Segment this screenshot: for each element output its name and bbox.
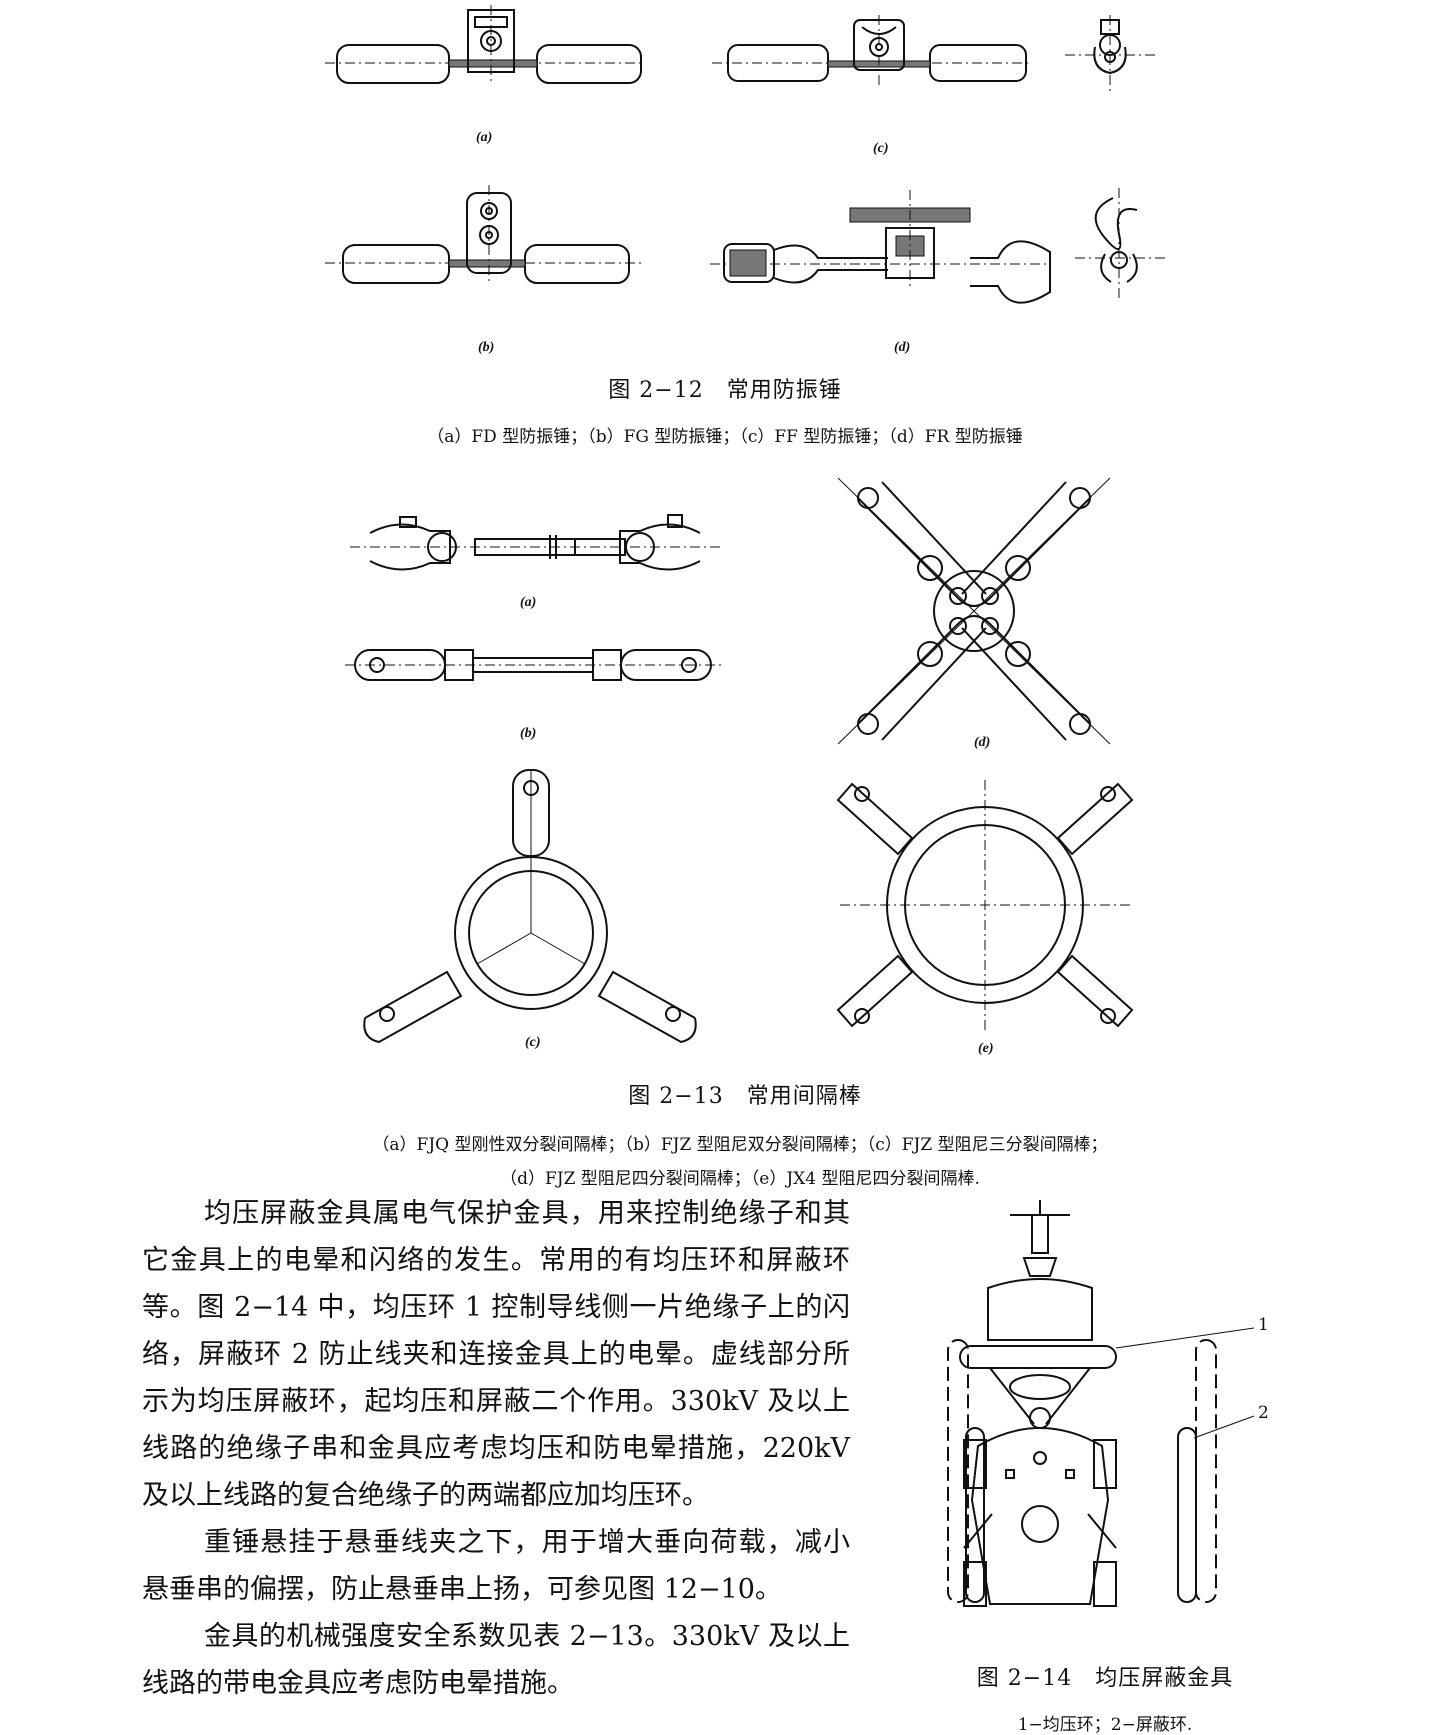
spacer-fjz-double-drawing (345, 649, 725, 681)
fig-2-13-legend-line2: （d）FJZ 型阻尼四分裂间隔棒；（e）JX4 型阻尼四分裂间隔棒. (500, 1169, 980, 1189)
damper-ff-drawing (712, 15, 1032, 85)
spacer-fjz-quad-drawing (837, 477, 1111, 745)
damper-fr-side-view (1075, 188, 1165, 298)
paragraph-safety-factor: 金具的机械强度安全系数见表 2−13。330kV 及以上线路的带电金具应考虑防电… (142, 1621, 850, 1699)
callout-1: 1 (1258, 1315, 1269, 1335)
fig-2-12-d-label: (d) (894, 340, 911, 355)
fig-2-12-c-label: (c) (873, 141, 889, 156)
damper-fg-drawing (325, 185, 645, 285)
fig-2-13-a-label: (a) (520, 595, 537, 610)
fig-2-12-a-label: (a) (476, 130, 493, 145)
fig-2-14-legend: 1−均压环；2−屏蔽环. (1017, 1715, 1193, 1735)
fig-2-12-legend: （a）FD 型防振锤；（b）FG 型防振锤；（c）FF 型防振锤；（d）FR 型… (427, 427, 1023, 447)
damper-fr-drawing (710, 190, 1051, 304)
damper-ff-side-view (1065, 15, 1155, 95)
callout-2: 2 (1258, 1403, 1269, 1423)
spacer-fjq-drawing (350, 514, 720, 571)
paragraph-heavy-hammer: 重锤悬挂于悬垂线夹之下，用于增大垂向荷载，减小悬垂串的偏摆，防止悬垂串上扬，可参… (142, 1527, 850, 1605)
damper-fd-drawing (325, 5, 645, 85)
fig-2-12-b-label: (b) (478, 340, 495, 355)
fig-2-13-b-label: (b) (520, 726, 537, 741)
fig-2-14-caption: 图 2−14 均压屏蔽金具 (976, 1666, 1234, 1691)
body-text: 均压屏蔽金具属电气保护金具，用来控制绝缘子和其它金具上的电晕和闪络的发生。常用的… (142, 1190, 850, 1707)
fig-2-13-e-label: (e) (978, 1041, 994, 1056)
fig-2-13-caption: 图 2−13 常用间隔棒 (628, 1084, 862, 1109)
fig-2-13-d-label: (d) (974, 735, 991, 750)
paragraph-grading-shield: 均压屏蔽金具属电气保护金具，用来控制绝缘子和其它金具上的电晕和闪络的发生。常用的… (142, 1198, 850, 1511)
grading-shield-fitting-drawing (947, 1200, 1255, 1607)
fig-2-12-caption: 图 2−12 常用防振锤 (608, 378, 842, 403)
spacer-jx4-drawing (836, 780, 1134, 1030)
fig-2-13-c-label: (c) (525, 1035, 541, 1050)
fig-2-13-legend-line1: （a）FJQ 型刚性双分裂间隔棒；（b）FJZ 型阻尼双分裂间隔棒；（c）FJZ… (372, 1135, 1108, 1155)
spacer-fjz-triple-drawing (363, 769, 697, 1044)
